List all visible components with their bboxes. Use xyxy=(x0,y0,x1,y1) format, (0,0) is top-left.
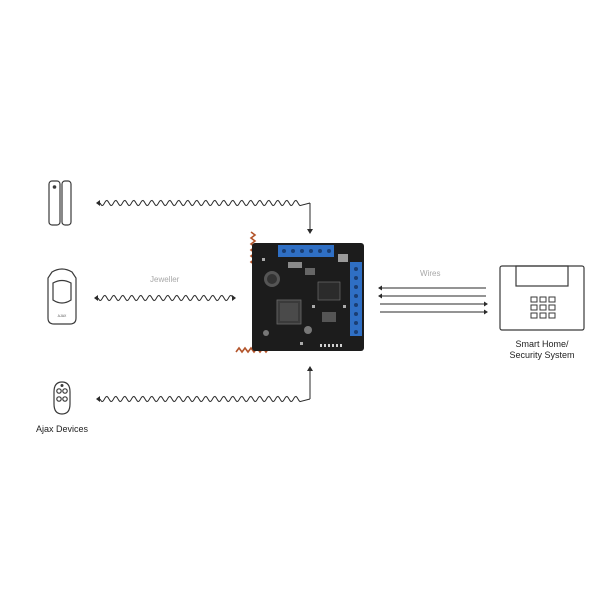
keyfob-icon xyxy=(53,381,71,415)
system-label-line2: Security System xyxy=(509,350,575,360)
radio-link-top xyxy=(96,199,313,234)
integration-module-icon xyxy=(235,231,364,354)
system-label-line1: Smart Home/ xyxy=(515,339,569,349)
door-sensor-icon xyxy=(48,180,72,226)
radio-link-bottom xyxy=(96,366,313,403)
motion-badge: AJAX xyxy=(58,314,67,318)
ajax-devices-label: Ajax Devices xyxy=(35,424,89,434)
jeweller-label: Jeweller xyxy=(150,275,180,284)
wire-lines xyxy=(380,287,486,313)
motion-detector-icon xyxy=(47,268,77,325)
control-panel-icon xyxy=(499,265,585,331)
system-label: Smart Home/ Security System xyxy=(492,339,592,361)
wires-label: Wires xyxy=(420,269,441,278)
wire-arrowheads xyxy=(378,285,488,315)
radio-link-middle xyxy=(94,294,236,302)
